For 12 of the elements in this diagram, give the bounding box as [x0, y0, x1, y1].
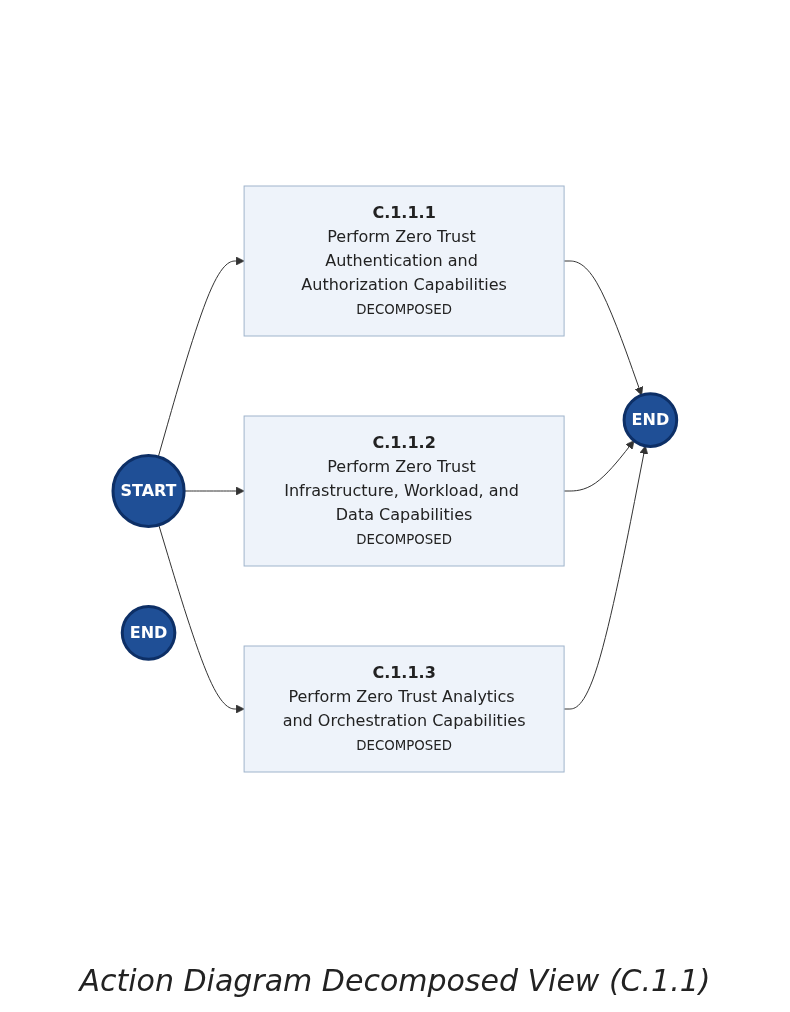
arrow — [563, 260, 644, 396]
arrow — [563, 439, 635, 491]
diagram-caption: Action Diagram Decomposed View (C.1.1) — [79, 963, 711, 998]
arrow — [157, 256, 245, 457]
node-box: C.1.1.3 Perform Zero Trust Analytics and Orchestration Capabilities DECOMPOSED — [243, 645, 565, 772]
node-circle: END — [622, 391, 679, 448]
node-box: C.1.1.2 Perform Zero Trust Infrastructure, Workload, and Data Capabilities DECOMPOSED — [243, 415, 565, 566]
arrow — [158, 524, 245, 713]
node-circle: START — [111, 453, 186, 528]
node-circle: END — [120, 604, 177, 661]
arrow — [563, 445, 649, 709]
node-box: C.1.1.1 Perform Zero Trust Authentication and Authorization Capabilities DECOMPOSED — [243, 185, 565, 336]
